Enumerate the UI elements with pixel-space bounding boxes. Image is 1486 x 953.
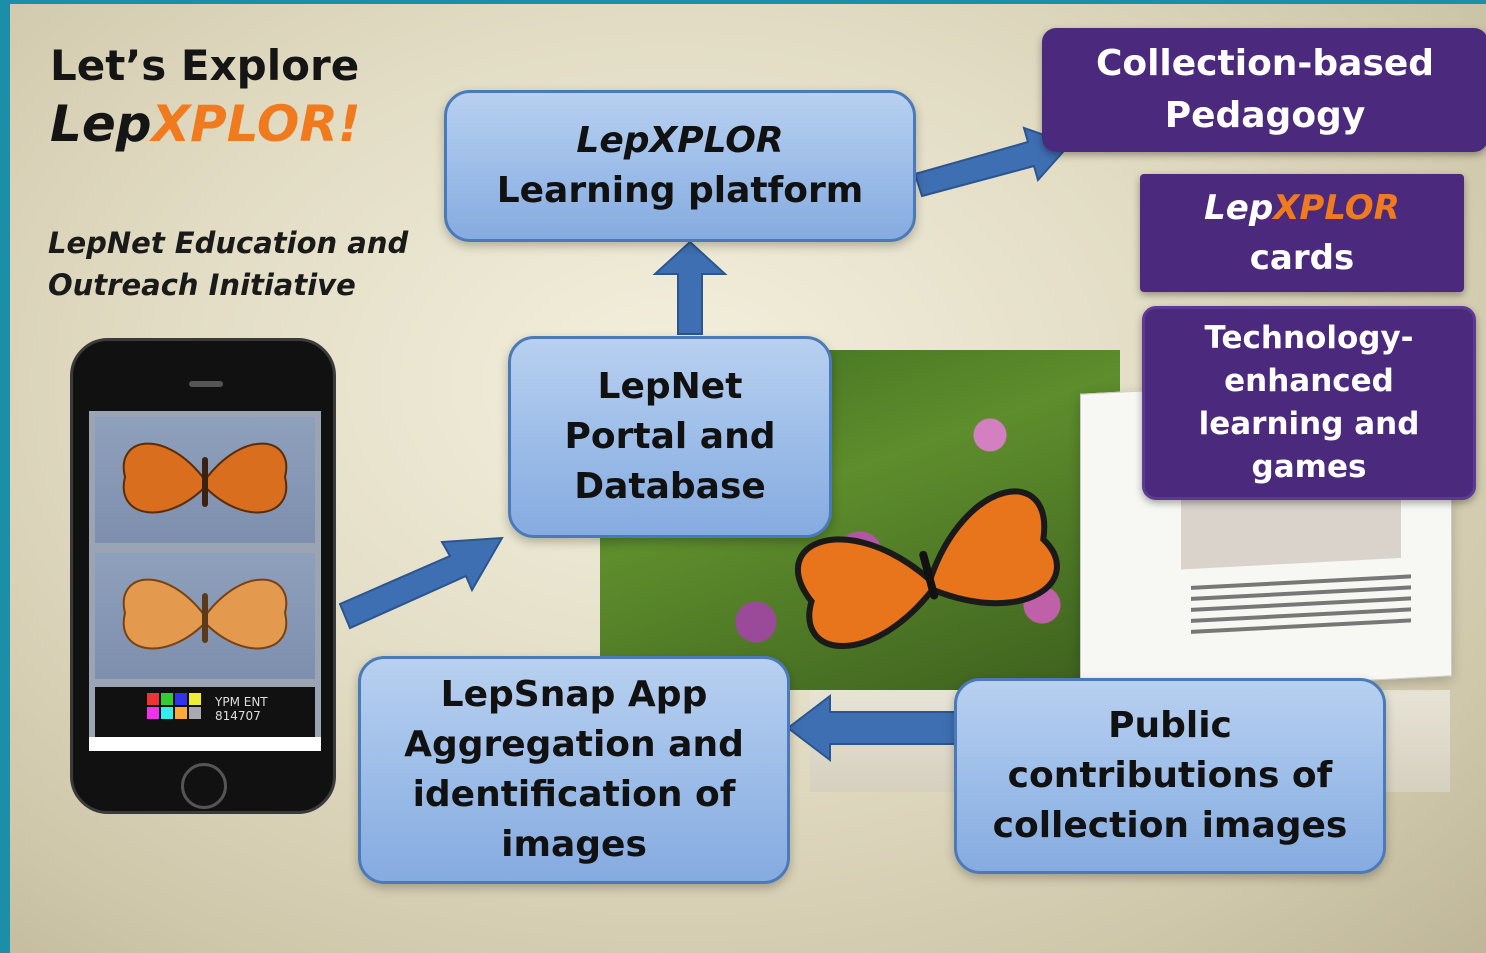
home-button-icon: [181, 763, 227, 809]
portal-line1: LepNet: [597, 366, 743, 407]
cards-lep: Lep: [1204, 188, 1274, 228]
subtitle: LepNet Education and Outreach Initiative: [48, 222, 408, 306]
public-line1: Public: [1108, 705, 1232, 746]
cards-box: LepXPLOR cards: [1140, 174, 1464, 292]
arrow-icon: [338, 536, 504, 630]
cards-line2: cards: [1249, 238, 1355, 278]
portal-line2: Portal and: [564, 416, 776, 457]
butterfly-icon: [122, 578, 288, 650]
specimen-label: YPM ENT 814707: [95, 687, 315, 737]
butterfly-specimen-bottom: [95, 553, 315, 679]
tech-line1: Technology-: [1204, 320, 1414, 356]
subtitle-line1: LepNet Education and: [48, 226, 409, 260]
phone-screen: YPM ENT 814707: [89, 411, 321, 751]
pedagogy-line2: Pedagogy: [1164, 95, 1366, 136]
pedagogy-box: Collection-based Pedagogy: [1042, 28, 1486, 152]
butterfly-specimen-top: [95, 417, 315, 543]
screen-bar: [89, 737, 321, 751]
lepsnap-line1: LepSnap App: [440, 674, 708, 715]
heading: Let’s Explore LepXPLOR!: [50, 40, 361, 156]
cards-line1: LepXPLOR: [1204, 183, 1400, 233]
tech-line2: enhanced: [1224, 363, 1394, 399]
heading-lep: Lep: [50, 95, 152, 153]
tech-line4: games: [1251, 449, 1367, 485]
portal-line3: Database: [574, 466, 766, 507]
technology-box: Technology- enhanced learning and games: [1142, 306, 1476, 500]
butterfly-icon: [778, 407, 1060, 650]
slide: Let’s Explore LepXPLOR! LepNet Education…: [10, 4, 1486, 953]
public-contributions-box: Public contributions of collection image…: [954, 678, 1386, 874]
learning-platform-title: LepXPLOR: [576, 120, 784, 161]
heading-line1: Let’s Explore: [50, 41, 360, 90]
arrows-layer: [338, 126, 1072, 763]
pedagogy-line1: Collection-based: [1095, 43, 1435, 84]
lepsnap-line3: identification of: [412, 774, 736, 815]
portal-box: LepNet Portal and Database: [508, 336, 832, 538]
tech-line3: learning and: [1198, 406, 1420, 442]
arrow-icon: [913, 126, 1072, 198]
lepsnap-box: LepSnap App Aggregation and identificati…: [358, 656, 790, 884]
arrow-icon: [652, 240, 728, 335]
arrow-icon: [786, 693, 956, 763]
color-chart-icon: [147, 693, 201, 719]
learning-platform-subtitle: Learning platform: [496, 170, 864, 211]
subtitle-line2: Outreach Initiative: [48, 268, 356, 302]
cards-xplor: XPLOR: [1273, 188, 1400, 228]
learning-platform-box: LepXPLOR Learning platform: [444, 90, 916, 242]
lepsnap-line4: images: [501, 824, 647, 865]
public-line3: collection images: [992, 805, 1348, 846]
lepsnap-line2: Aggregation and: [404, 724, 744, 765]
heading-xplor: XPLOR!: [151, 95, 361, 153]
butterfly-icon: [122, 442, 288, 514]
heading-line2: LepXPLOR!: [50, 92, 361, 156]
phone-speaker: [189, 381, 223, 387]
phone-illustration: YPM ENT 814707: [70, 338, 336, 814]
specimen-label-text: YPM ENT 814707: [215, 695, 268, 723]
public-line2: contributions of: [1007, 755, 1333, 796]
